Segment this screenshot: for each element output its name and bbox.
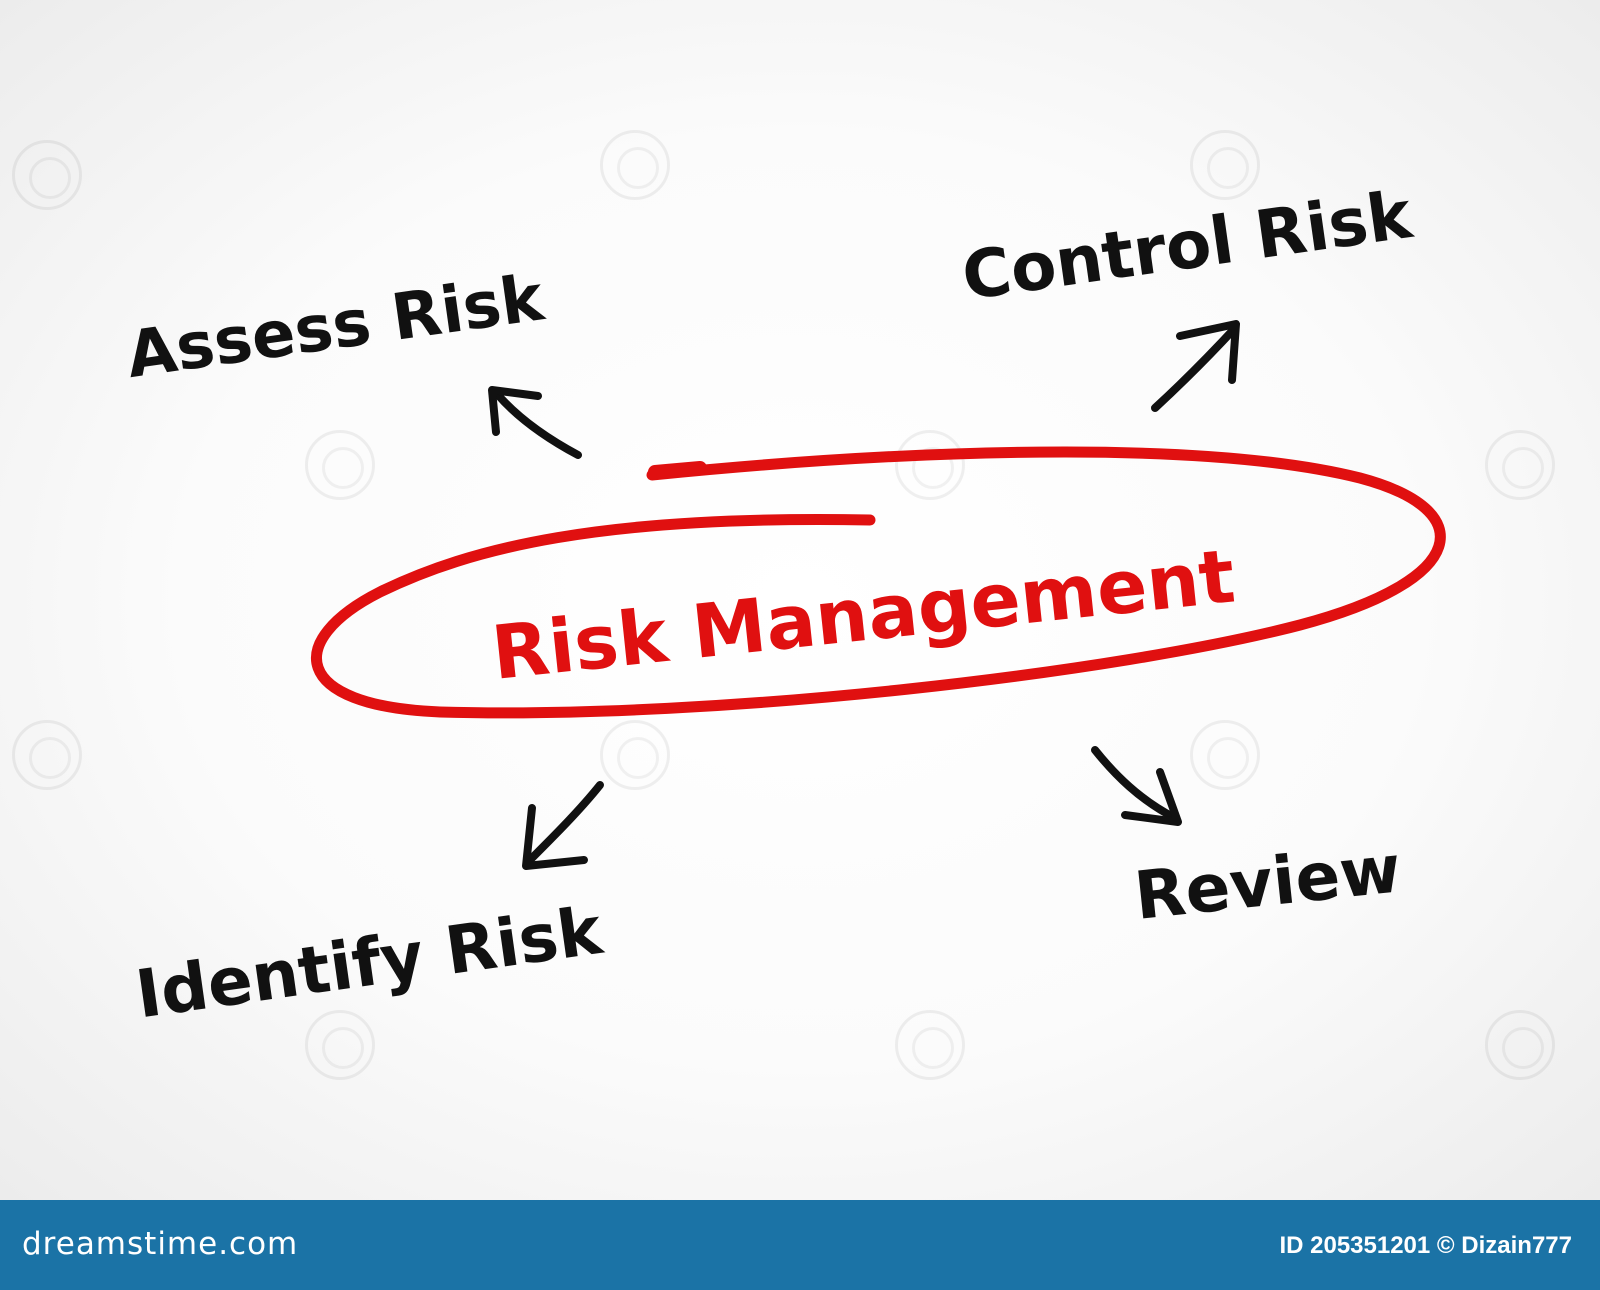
node-label-review: Review [1131, 830, 1405, 934]
brand-logo[interactable]: dreamstime.com [22, 1226, 299, 1262]
node-label-control-risk: Control Risk [957, 176, 1418, 316]
arrow-to-control-risk [1151, 320, 1240, 412]
watermark-icon [305, 1010, 375, 1080]
watermark-icon [1485, 430, 1555, 500]
watermark-icon [12, 720, 82, 790]
arrow-to-identify-risk [522, 781, 604, 870]
center-ellipse [311, 446, 1446, 719]
diagram-canvas: Risk Management Assess Risk Control Risk… [0, 0, 1600, 1200]
center-label: Risk Management [488, 533, 1239, 697]
node-label-assess-risk: Assess Risk [122, 261, 549, 393]
watermark-icon [1485, 1010, 1555, 1080]
arrow-to-assess-risk [488, 386, 582, 459]
watermark-icon [600, 720, 670, 790]
watermark-icon [895, 1010, 965, 1080]
watermark-icon [12, 140, 82, 210]
arrow-to-review [1091, 746, 1182, 826]
mind-map: Risk Management Assess Risk Control Risk… [122, 176, 1446, 1034]
watermark-icon [1190, 130, 1260, 200]
image-id-credit: ID 205351201 © Dizain777 [1279, 1232, 1572, 1259]
footer-bar: dreamstime.com ID 205351201 © Dizain777 [0, 1200, 1600, 1290]
node-label-identify-risk: Identify Risk [131, 892, 608, 1034]
watermark-icon [895, 430, 965, 500]
watermark-icon [1190, 720, 1260, 790]
watermark-icon [600, 130, 670, 200]
watermark-icon [305, 430, 375, 500]
